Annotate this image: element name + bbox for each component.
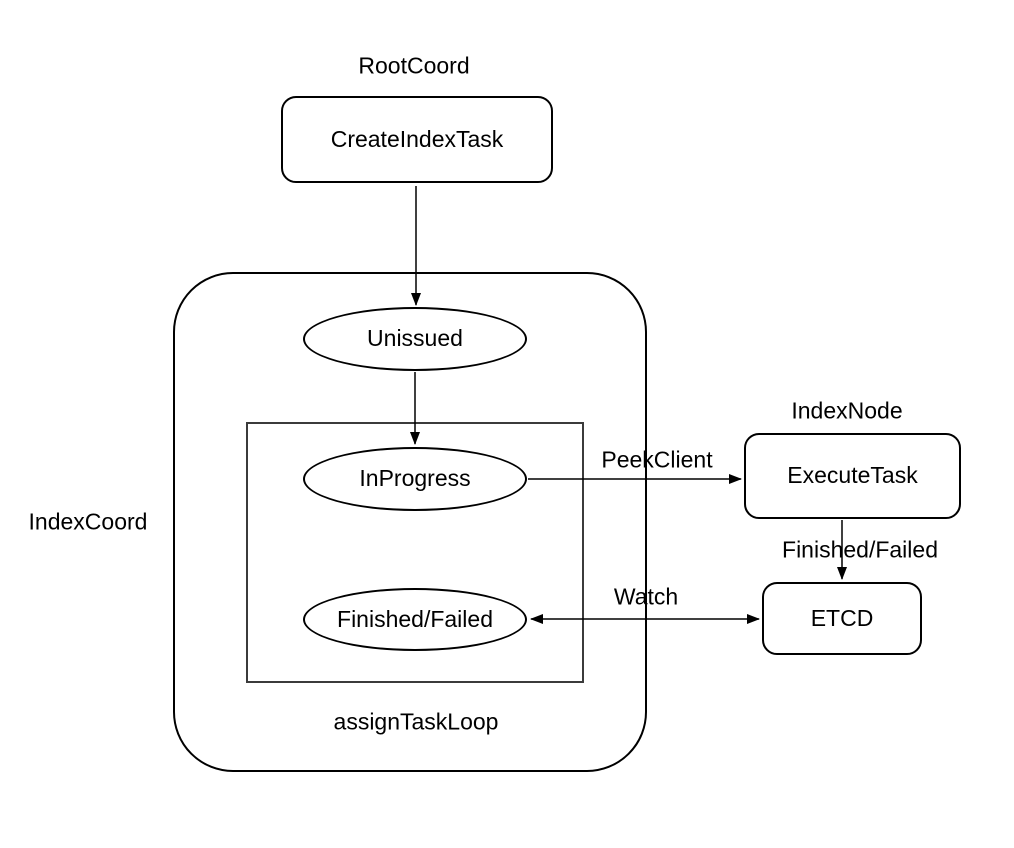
node-finished-failed: Finished/Failed	[303, 588, 527, 651]
edge-label-peek-client: PeekClient	[601, 446, 713, 473]
node-finished-failed-label: Finished/Failed	[337, 605, 493, 632]
node-create-index-task: CreateIndexTask	[281, 96, 553, 183]
node-execute-task: ExecuteTask	[744, 433, 961, 519]
node-etcd-label: ETCD	[810, 604, 874, 631]
node-in-progress: InProgress	[303, 447, 527, 511]
group-label-assign-task-loop: assignTaskLoop	[333, 708, 499, 735]
group-label-index-node: IndexNode	[791, 397, 903, 424]
node-etcd: ETCD	[762, 582, 922, 655]
group-label-root-coord: RootCoord	[358, 52, 470, 79]
edge-label-watch: Watch	[613, 583, 679, 610]
index-coord-group-border	[173, 272, 647, 772]
node-execute-task-label: ExecuteTask	[787, 462, 918, 489]
node-unissued: Unissued	[303, 307, 527, 371]
node-unissued-label: Unissued	[367, 325, 463, 352]
group-label-index-coord: IndexCoord	[28, 508, 148, 535]
node-in-progress-label: InProgress	[359, 465, 471, 492]
edge-label-finished-failed: Finished/Failed	[782, 536, 938, 563]
node-create-index-task-label: CreateIndexTask	[330, 125, 504, 152]
